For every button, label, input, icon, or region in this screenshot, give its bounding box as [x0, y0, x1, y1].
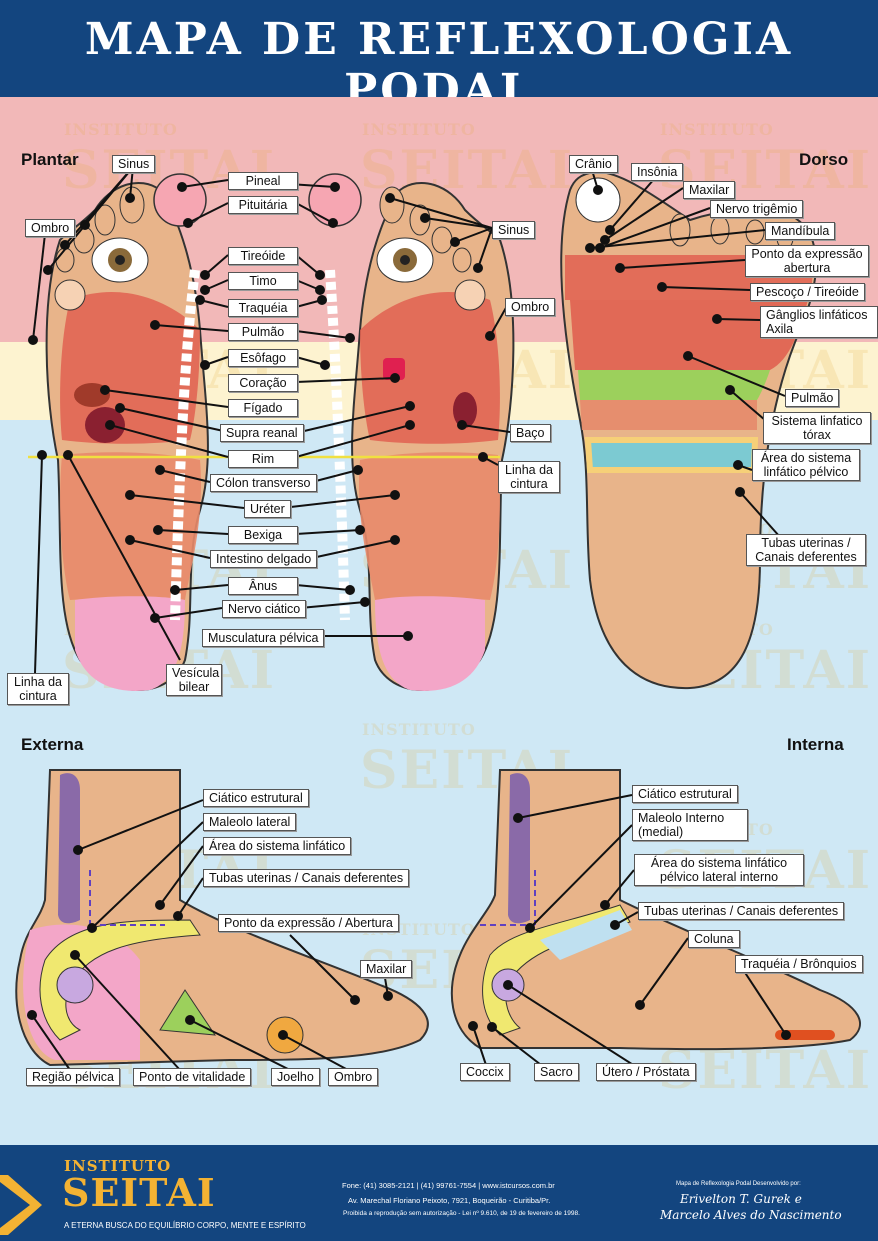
label-sistema-linfatico-torax: Sistema linfatico tórax: [763, 412, 871, 444]
label-pineal: Pineal: [228, 172, 298, 190]
label-regiao-pelvica: Região pélvica: [26, 1068, 120, 1086]
label-tireoide: Tireóide: [228, 247, 298, 265]
label-area-linfatico-interna: Área do sistema linfático pélvico latera…: [634, 854, 804, 886]
label-cranio: Crânio: [569, 155, 618, 173]
label-linha-cintura-left: Linha da cintura: [7, 673, 69, 705]
label-nervo-trigemio: Nervo trigêmio: [710, 200, 804, 218]
leader-lines: [27, 166, 791, 1071]
label-insonia: Insônia: [631, 163, 684, 181]
label-pulmao: Pulmão: [228, 323, 298, 341]
section-heading-plantar: Plantar: [21, 150, 79, 169]
section-heading-externa: Externa: [21, 735, 84, 754]
label-maxilar-externa: Maxilar: [360, 960, 413, 978]
label-bexiga: Bexiga: [228, 526, 298, 544]
label-coccix: Coccix: [460, 1063, 510, 1081]
label-colon-transverso: Cólon transverso: [210, 474, 317, 492]
footer-logo-instituto: INSTITUTO: [64, 1157, 172, 1175]
label-coluna: Coluna: [688, 930, 740, 948]
footer-address: Av. Marechal Floriano Peixoto, 7921, Boq…: [348, 1196, 551, 1205]
footer-signature-author2: Marcelo Alves do Nascimento: [660, 1208, 842, 1222]
footer-credit: Mapa de Reflexologia Podal Desenvolvido …: [676, 1181, 801, 1187]
label-baco: Baço: [510, 424, 551, 442]
label-ponto-expressao: Ponto da expressão abertura: [745, 245, 869, 277]
label-tubas-dorso: Tubas uterinas / Canais deferentes: [746, 534, 866, 566]
label-area-linfatico: Área do sistema linfático: [203, 837, 352, 855]
label-ombro-externa: Ombro: [328, 1068, 379, 1086]
label-musculatura-pelvica: Musculatura pélvica: [202, 629, 325, 647]
label-rim: Rim: [228, 450, 298, 468]
label-pituitaria: Pituitária: [228, 196, 298, 214]
label-pescoco-tireoide: Pescoço / Tireóide: [750, 283, 865, 301]
label-supra-renal: Supra reanal: [220, 424, 304, 442]
label-maleolo-interno: Maleolo Interno (medial): [632, 809, 748, 841]
label-coracao: Coração: [228, 374, 298, 392]
footer-signature-author1: Erivelton T. Gurek e: [680, 1192, 802, 1206]
label-esofago: Esôfago: [228, 349, 298, 367]
label-sacro: Sacro: [534, 1063, 579, 1081]
page-title: MAPA DE REFLEXOLOGIA PODAL: [84, 14, 794, 116]
section-heading-interna: Interna: [787, 735, 844, 754]
footer-legal: Proibida a reprodução sem autorização - …: [343, 1210, 580, 1217]
label-tubas-externa: Tubas uterinas / Canais deferentes: [203, 869, 410, 887]
label-ponto-expressao-externa: Ponto da expressão / Abertura: [218, 914, 399, 932]
label-tubas-interna: Tubas uterinas / Canais deferentes: [638, 902, 845, 920]
section-heading-dorso: Dorso: [799, 150, 849, 169]
label-intestino-delgado: Intestino delgado: [210, 550, 318, 568]
watermark-text: INSTITUTO: [362, 720, 476, 739]
label-joelho: Joelho: [271, 1068, 320, 1086]
label-utero-prostata: Útero / Próstata: [596, 1063, 696, 1081]
footer-logo-seitai: SEITAI: [62, 1170, 216, 1215]
label-timo: Timo: [228, 272, 298, 290]
label-maxilar: Maxilar: [683, 181, 736, 199]
footer-bar: [0, 1145, 878, 1241]
footer-tagline: A ETERNA BUSCA DO EQUILÍBRIO CORPO, MENT…: [64, 1221, 306, 1230]
label-linha-cintura-right: Linha da cintura: [498, 461, 560, 493]
watermark-text: INSTITUTO: [660, 120, 774, 139]
label-ombro-right: Ombro: [505, 298, 556, 316]
header-bar: [0, 0, 878, 97]
label-sinus-right: Sinus: [492, 221, 536, 239]
label-ombro: Ombro: [25, 219, 76, 237]
label-area-sistema-pelvico: Área do sistema linfático pélvico: [752, 449, 860, 481]
label-ponto-vitalidade: Ponto de vitalidade: [133, 1068, 252, 1086]
footer-contact: Fone: (41) 3085-2121 | (41) 99761-7554 |…: [342, 1181, 555, 1190]
label-pulmao-dorso: Pulmão: [785, 389, 840, 407]
externa-foot: [15, 769, 429, 1067]
watermark-text: INSTITUTO: [362, 120, 476, 139]
interna-foot: [450, 769, 861, 1051]
label-anus: Ânus: [228, 577, 298, 595]
label-nervo-ciatico: Nervo ciático: [222, 600, 307, 618]
watermark-text: INSTITUTO: [64, 120, 178, 139]
label-ciatico-interna: Ciático estrutural: [632, 785, 738, 803]
label-ganglios-linfaticos: Gânglios linfáticos Axila: [760, 306, 878, 338]
label-ureter: Uréter: [244, 500, 291, 518]
label-traqueia-bronquios: Traquéia / Brônquios: [735, 955, 863, 973]
label-ciatico-estrutural: Ciático estrutural: [203, 789, 309, 807]
label-vesicula-bilear: Vesícula bilear: [166, 664, 222, 696]
plantar-left-foot: [45, 173, 209, 691]
label-maleolo-lateral: Maleolo lateral: [203, 813, 297, 831]
label-figado: Fígado: [228, 399, 298, 417]
label-mandibula: Mandíbula: [765, 222, 836, 240]
label-sinus: Sinus: [112, 155, 156, 173]
label-traqueia: Traquéia: [228, 299, 298, 317]
